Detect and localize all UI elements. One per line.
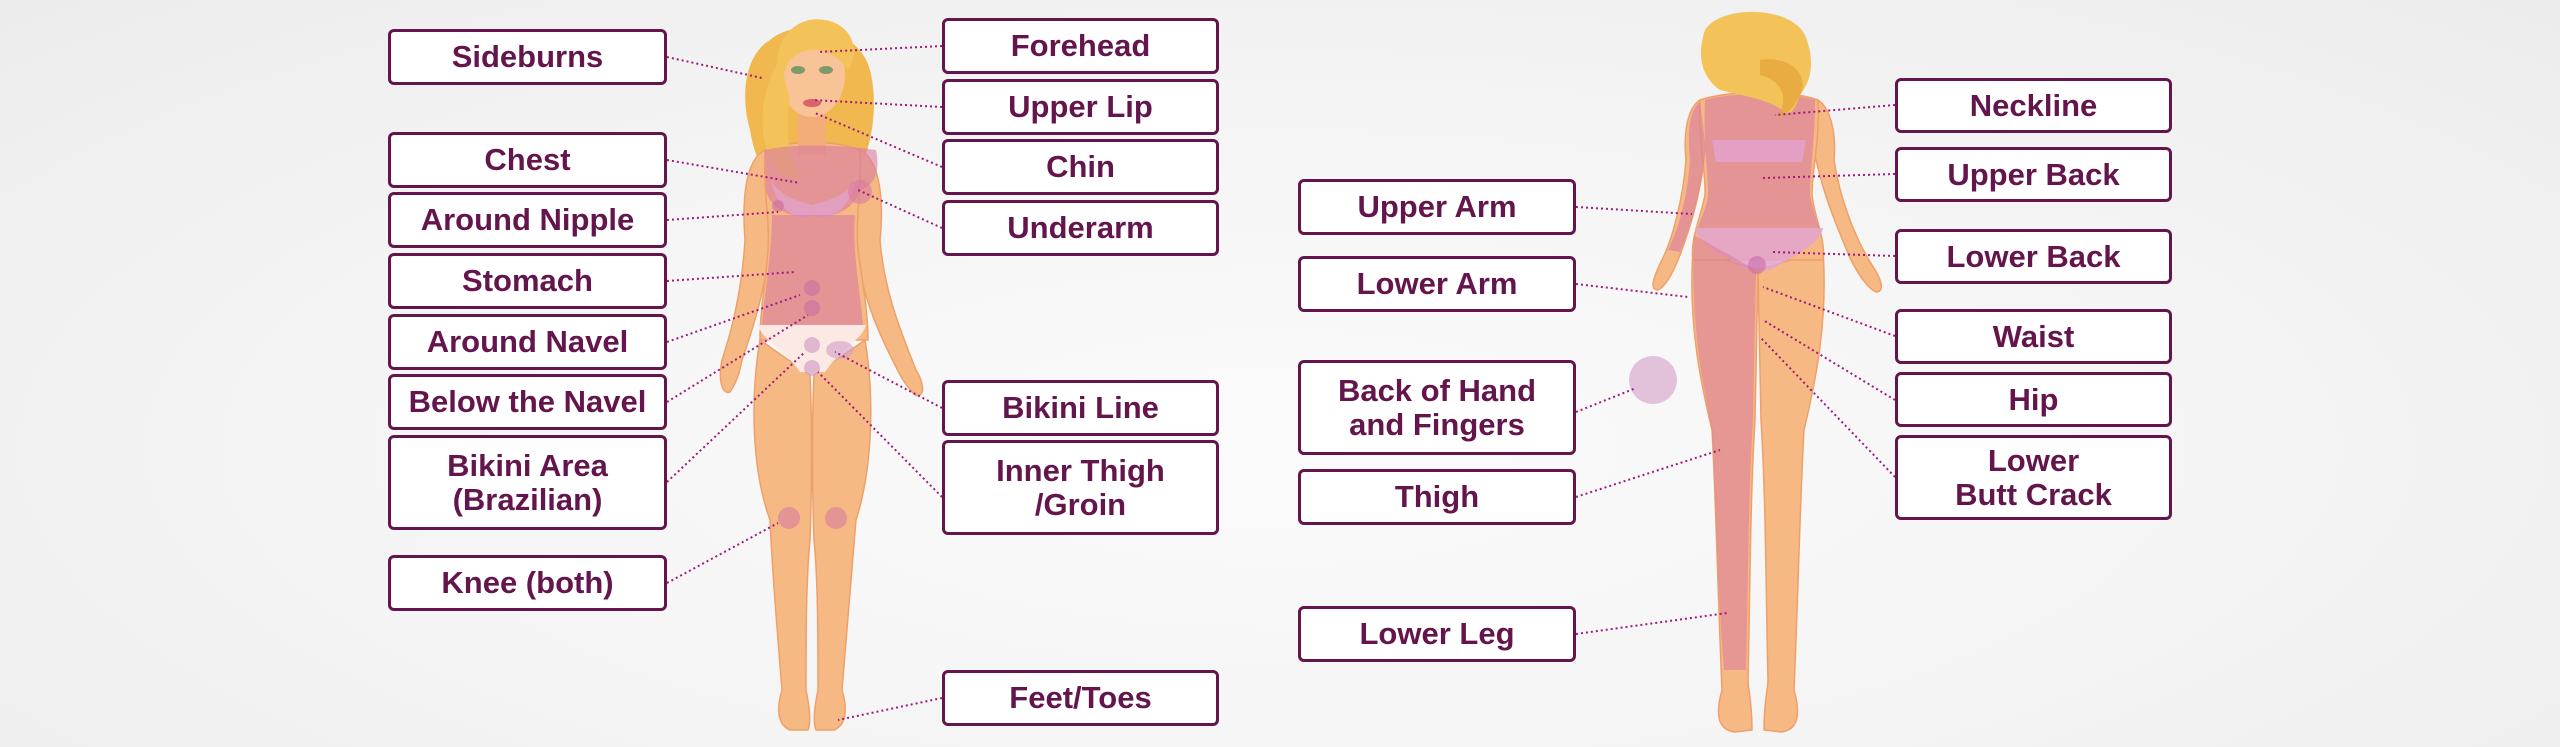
label-lower-back: Lower Back (1895, 229, 2172, 284)
front-bra (770, 175, 857, 219)
front-hair-front (777, 19, 855, 77)
front-right-knee-dot (825, 507, 847, 529)
leader-line-neckline (1774, 104, 1896, 116)
front-right-arm (855, 148, 924, 397)
label-back-of-hand: Back of Hand and Fingers (1298, 360, 1576, 455)
front-bikini-dot (804, 337, 820, 353)
back-underwear (1695, 228, 1823, 270)
label-underarm: Underarm (942, 200, 1219, 256)
leader-line-hip (1762, 319, 1896, 401)
front-figure (719, 19, 924, 731)
label-bikini-area: Bikini Area (Brazilian) (388, 435, 667, 530)
front-left-knee-dot (778, 507, 800, 529)
front-navel-dot (804, 280, 820, 296)
back-left-arm-zone (1668, 102, 1706, 252)
leader-line-lower-butt-crack (1759, 336, 1896, 478)
label-stomach: Stomach (388, 253, 667, 309)
label-lower-leg: Lower Leg (1298, 606, 1576, 662)
front-left-arm (719, 148, 771, 394)
back-left-leg-zone (1693, 235, 1756, 670)
back-lower-zone (1698, 195, 1820, 229)
label-upper-lip: Upper Lip (942, 79, 1219, 135)
label-bikini-line: Bikini Line (942, 380, 1219, 436)
front-groin-dot (804, 360, 820, 376)
front-nipple-dot (772, 200, 784, 212)
leader-line-forehead (817, 45, 943, 53)
label-neckline: Neckline (1895, 78, 2172, 133)
label-upper-arm: Upper Arm (1298, 179, 1576, 235)
front-underarm-dot (848, 180, 872, 204)
leader-line-around-navel (666, 294, 801, 343)
back-right-arm (1813, 98, 1883, 293)
leader-line-stomach (666, 271, 796, 282)
label-chin: Chin (942, 139, 1219, 195)
back-bra (1712, 140, 1806, 162)
leader-line-feet-toes (837, 697, 943, 721)
label-lower-arm: Lower Arm (1298, 256, 1576, 312)
label-knee: Knee (both) (388, 555, 667, 611)
back-butt-crack-dot (1748, 256, 1766, 274)
leader-line-upper-back (1762, 173, 1896, 179)
leader-line-inner-thigh (817, 371, 943, 498)
leader-line-lower-leg (1575, 612, 1728, 635)
leader-line-knee (666, 522, 779, 584)
back-hand-zone (1629, 356, 1677, 404)
leader-line-back-of-hand (1575, 387, 1637, 413)
back-figure (1629, 11, 1883, 733)
label-chest: Chest (388, 132, 667, 188)
leader-line-around-nipple (666, 211, 779, 221)
label-sideburns: Sideburns (388, 29, 667, 85)
leader-line-upper-lip (811, 99, 943, 108)
leader-line-below-the-navel (666, 314, 809, 403)
front-right-leg (811, 338, 872, 731)
leader-line-lower-arm (1575, 283, 1689, 298)
front-stomach-zone (762, 215, 863, 325)
label-thigh: Thigh (1298, 469, 1576, 525)
front-left-eye (791, 66, 805, 74)
leader-line-waist (1762, 286, 1896, 337)
label-around-nipple: Around Nipple (388, 192, 667, 248)
label-forehead: Forehead (942, 18, 1219, 74)
label-upper-back: Upper Back (1895, 147, 2172, 202)
back-hair-strand (1760, 59, 1803, 118)
label-around-navel: Around Navel (388, 314, 667, 370)
front-chest-zone (765, 145, 878, 217)
leader-line-chin (814, 112, 943, 168)
front-right-eye (819, 66, 833, 74)
leader-line-sideburns (666, 56, 763, 79)
label-below-the-navel: Below the Navel (388, 374, 667, 430)
leader-line-thigh (1575, 449, 1721, 498)
leader-line-underarm (857, 189, 943, 229)
label-hip: Hip (1895, 372, 2172, 427)
label-inner-thigh: Inner Thigh /Groin (942, 440, 1219, 535)
leader-line-chest (666, 159, 801, 184)
front-left-leg (753, 338, 813, 731)
leader-line-lower-back (1771, 251, 1896, 257)
front-bikini-line-zone (826, 341, 854, 359)
label-waist: Waist (1895, 309, 2172, 364)
back-right-leg (1757, 249, 1825, 733)
label-lower-butt-crack: Lower Butt Crack (1895, 435, 2172, 520)
leader-line-bikini-line (834, 351, 943, 409)
leader-line-upper-arm (1575, 206, 1693, 215)
leader-line-bikini-area (666, 351, 806, 483)
label-feet-toes: Feet/Toes (942, 670, 1219, 726)
front-below-navel-dot (804, 300, 820, 316)
